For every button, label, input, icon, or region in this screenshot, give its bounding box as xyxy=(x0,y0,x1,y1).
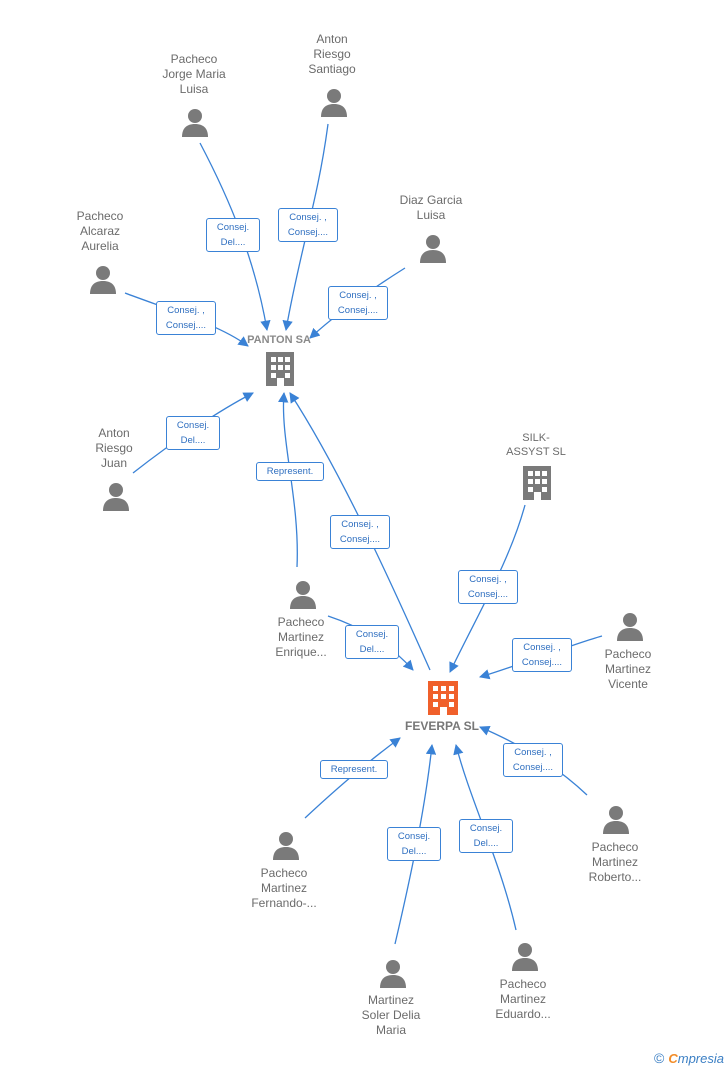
person-label-p3[interactable]: Pacheco Alcaraz Aurelia xyxy=(76,209,124,253)
building-icon-panton xyxy=(266,352,294,386)
person-label-p4[interactable]: Diaz Garcia Luisa xyxy=(399,193,463,222)
person-icon-p10 xyxy=(380,960,406,988)
building-icon-feverpa xyxy=(428,681,458,715)
footer-brand[interactable]: © Cmpresia xyxy=(654,1050,724,1066)
edge-label-e5[interactable]: Consej. Del.... xyxy=(166,416,220,450)
edge-label-e3[interactable]: Consej. , Consej.... xyxy=(156,301,216,335)
person-icon-p8 xyxy=(603,806,629,834)
person-icon-p4 xyxy=(420,235,446,263)
copyright-icon: © xyxy=(654,1050,665,1066)
edge-label-e11[interactable]: Consej. , Consej.... xyxy=(503,743,563,777)
edge-label-e14[interactable]: Consej. Del.... xyxy=(459,819,513,853)
company-label-feverpa[interactable]: FEVERPA SL xyxy=(404,719,480,733)
edge-label-e2[interactable]: Consej. , Consej.... xyxy=(278,208,338,242)
person-label-p8[interactable]: Pacheco Martinez Roberto... xyxy=(588,840,642,884)
person-label-p7[interactable]: Pacheco Martinez Vicente xyxy=(604,647,652,691)
edge-label-e9[interactable]: Consej. , Consej.... xyxy=(458,570,518,604)
edge-label-e4[interactable]: Consej. , Consej.... xyxy=(328,286,388,320)
person-label-p10[interactable]: Martinez Soler Delia Maria xyxy=(361,993,421,1037)
edge-label-e6[interactable]: Represent. xyxy=(256,462,324,481)
edge-label-e10[interactable]: Consej. , Consej.... xyxy=(512,638,572,672)
brand-logo: Cmpresia xyxy=(668,1050,724,1066)
person-label-p9[interactable]: Pacheco Martinez Fernando-... xyxy=(251,866,317,910)
person-icon-p1 xyxy=(182,109,208,137)
edge-label-e7[interactable]: Consej. , Consej.... xyxy=(330,515,390,549)
person-label-p1[interactable]: Pacheco Jorge Maria Luisa xyxy=(162,52,226,96)
company-label-silk[interactable]: SILK- ASSYST SL xyxy=(506,432,566,458)
person-label-p2[interactable]: Anton Riesgo Santiago xyxy=(308,32,356,76)
person-icon-p6 xyxy=(290,581,316,609)
person-icon-p2 xyxy=(321,89,347,117)
person-icon-p11 xyxy=(512,943,538,971)
person-icon-p3 xyxy=(90,266,116,294)
company-label-panton[interactable]: PANTON SA xyxy=(247,334,311,346)
person-label-p11[interactable]: Pacheco Martinez Eduardo... xyxy=(495,977,551,1021)
edge-label-e13[interactable]: Consej. Del.... xyxy=(387,827,441,861)
person-label-p6[interactable]: Pacheco Martinez Enrique... xyxy=(275,615,327,659)
edge-label-e12[interactable]: Represent. xyxy=(320,760,388,779)
person-icon-p7 xyxy=(617,613,643,641)
person-label-p5[interactable]: Anton Riesgo Juan xyxy=(95,426,133,470)
edge-label-e1[interactable]: Consej. Del.... xyxy=(206,218,260,252)
person-icon-p5 xyxy=(103,483,129,511)
building-icon-silk xyxy=(523,466,551,500)
edge-label-e8[interactable]: Consej. Del.... xyxy=(345,625,399,659)
person-icon-p9 xyxy=(273,832,299,860)
